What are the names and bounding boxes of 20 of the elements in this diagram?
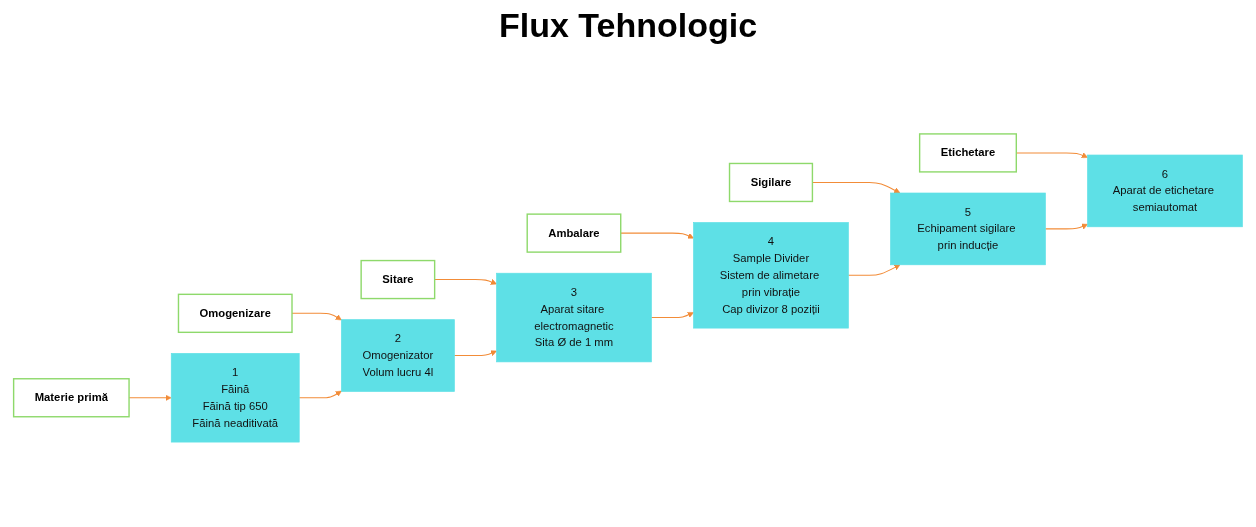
arrow	[434, 279, 497, 285]
arrow	[620, 232, 694, 239]
node-box: Ambalare	[526, 213, 622, 253]
node-box: Omogenizare	[177, 293, 293, 334]
arrow	[453, 350, 497, 357]
arrow	[298, 390, 342, 399]
node-box: Sitare	[360, 259, 436, 300]
node-box: 3 Aparat sitare electromagnetic Sita Ø de 1 mm	[496, 272, 652, 363]
arrow	[650, 312, 694, 319]
arrow	[847, 264, 901, 276]
node-box: 1 Făină Făină tip 650 Făină neaditivată	[170, 353, 300, 443]
node-box: Etichetare	[918, 133, 1017, 173]
node-box: 4 Sample Divider Sistem de alimetare prin vibrație Cap divizor 8 poziții	[693, 222, 849, 329]
diagram-title: Flux Tehnologic	[498, 6, 758, 45]
node-box: 5 Echipament sigilare prin inducție	[890, 192, 1046, 266]
node-box: 6 Aparat de etichetare semiautomat	[1087, 154, 1243, 228]
arrow	[1044, 223, 1088, 230]
node-box: Materie primă	[12, 378, 130, 418]
node-box: 2 Omogenizator Volum lucru 4l	[341, 319, 455, 392]
node-box: Sigilare	[728, 162, 814, 203]
